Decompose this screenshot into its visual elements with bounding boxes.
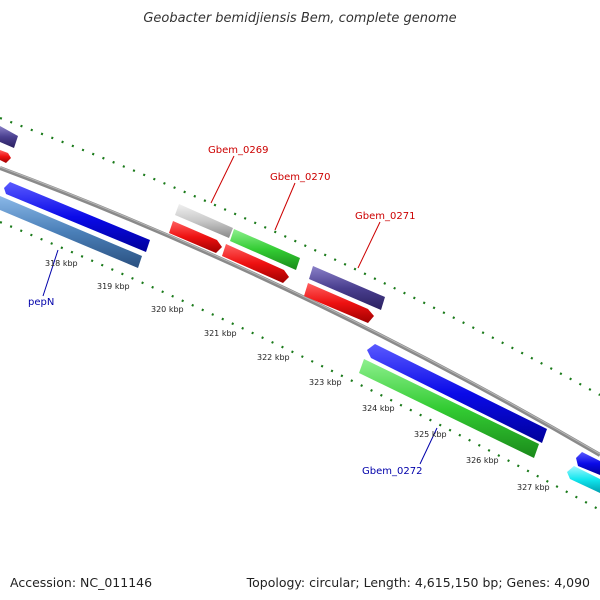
tick-label-324: 324 kbp xyxy=(362,404,395,413)
inner-dotted-ring xyxy=(0,220,600,511)
label-gbem-0271: Gbem_0271 xyxy=(355,211,415,222)
gene-navy-partial[interactable] xyxy=(0,126,18,148)
gene-cyan[interactable] xyxy=(567,466,600,493)
tick-label-320: 320 kbp xyxy=(151,305,184,314)
tick-label-321: 321 kbp xyxy=(204,329,237,338)
gene-gbem-0270[interactable] xyxy=(230,229,300,270)
tick-label-325: 325 kbp xyxy=(414,430,447,439)
tick-label-323: 323 kbp xyxy=(309,378,342,387)
gene-red-partial[interactable] xyxy=(0,150,11,163)
tick-label-326: 326 kbp xyxy=(466,456,499,465)
leader-gbem-0270 xyxy=(274,182,296,231)
genome-backbone-highlight xyxy=(0,166,600,455)
label-gbem-0272: Gbem_0272 xyxy=(362,466,422,477)
leader-gbem-0272 xyxy=(419,427,438,465)
genome-backbone xyxy=(0,166,600,457)
gene-gbem-0269[interactable] xyxy=(175,204,233,238)
gene-red-3[interactable] xyxy=(304,283,374,323)
leader-pepn xyxy=(42,249,59,297)
label-pepn: pepN xyxy=(28,297,54,308)
leader-gbem-0271 xyxy=(357,221,381,269)
tick-label-322: 322 kbp xyxy=(257,353,290,362)
label-gbem-0270: Gbem_0270 xyxy=(270,172,330,183)
gene-red-2[interactable] xyxy=(222,244,289,283)
topology-text: Topology: circular; Length: 4,615,150 bp… xyxy=(246,575,590,590)
gene-blue-left[interactable] xyxy=(4,182,150,252)
accession-text: Accession: NC_011146 xyxy=(10,575,152,590)
map-title: Geobacter bemidjiensis Bem, complete gen… xyxy=(143,11,456,26)
gene-pepn[interactable] xyxy=(0,196,142,268)
gene-gbem-0271[interactable] xyxy=(309,266,385,310)
gene-red-1[interactable] xyxy=(169,221,222,253)
tick-label-319: 319 kbp xyxy=(97,282,130,291)
leader-gbem-0269 xyxy=(210,155,235,204)
outer-dotted-ring xyxy=(0,116,600,396)
gene-gbem-0272[interactable] xyxy=(359,359,539,458)
gene-blue-far-right[interactable] xyxy=(576,452,600,475)
tick-label-327: 327 kbp xyxy=(517,483,550,492)
label-gbem-0269: Gbem_0269 xyxy=(208,145,268,156)
tick-label-318: 318 kbp xyxy=(45,259,78,268)
gene-blue-right[interactable] xyxy=(367,344,547,443)
